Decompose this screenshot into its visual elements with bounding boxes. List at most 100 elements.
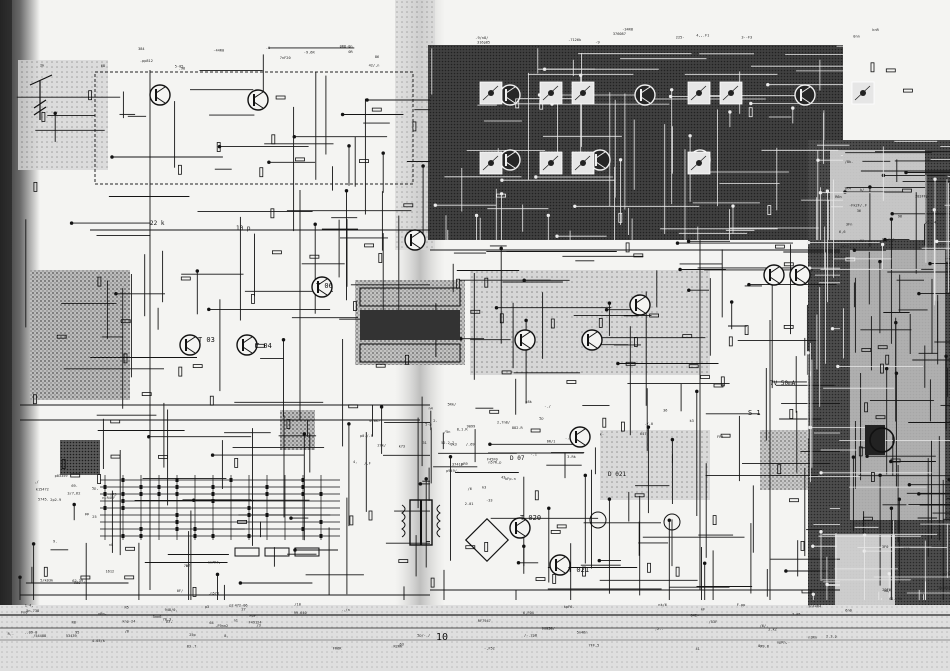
micro-label: 5nn6 [153, 615, 162, 619]
resistor-symbol [496, 193, 507, 198]
junction-dot [816, 158, 820, 162]
tinted-area-8 [600, 430, 710, 500]
micro-label: p3, [166, 619, 173, 623]
micro-label: -, [565, 436, 569, 440]
micro-label: p8k [525, 400, 532, 404]
micro-label: F45F0 [487, 458, 498, 462]
micro-label: 41 [696, 647, 700, 651]
junction-dot [494, 305, 499, 310]
resistor-symbol [216, 142, 221, 152]
microtext-group: .98-9.6R86384-pp8127nF2042/,n-44R00R8-0n… [8, 27, 950, 651]
switch-lever [542, 155, 559, 171]
resistor-symbol [61, 459, 66, 469]
junction-dot [313, 222, 317, 226]
resistor-symbol [582, 566, 586, 577]
resistor-symbol [403, 203, 414, 208]
junction-dot [806, 351, 810, 355]
resistor-symbol [412, 121, 417, 132]
junction-dot [904, 170, 908, 175]
resistor-symbol [767, 205, 772, 216]
resistor-symbol [125, 546, 135, 551]
micro-label: 9099 [467, 424, 476, 428]
resistor-symbol [501, 370, 512, 375]
resistor-symbol [465, 545, 476, 550]
resistor-symbol [56, 334, 67, 339]
resistor-symbol [748, 107, 753, 118]
junction-dot [555, 234, 559, 238]
micro-label: k3 [482, 486, 486, 490]
junction-dot [340, 112, 345, 117]
matrix-cell [301, 492, 305, 496]
micro-label: 0nn [853, 34, 860, 38]
transistor-collector [185, 336, 196, 344]
micro-label: 8, [224, 634, 228, 638]
transistor-symbol [763, 264, 785, 286]
micro-label: /5-,4 [925, 221, 936, 225]
resistor-symbol [871, 472, 875, 482]
transistor-symbol [236, 334, 258, 356]
resistor-symbol [375, 363, 386, 368]
label-lamp: 7V 50mA [770, 380, 796, 387]
junction-dot [546, 213, 550, 218]
micro-label: 882.R [512, 426, 524, 430]
micro-label: 472-06 [235, 604, 248, 608]
resistor-symbol [275, 95, 286, 100]
micro-label: /.69 [466, 442, 475, 446]
speaker-icon [865, 425, 895, 455]
micro-label: k/ [860, 188, 864, 192]
micro-label: FF4 [717, 435, 724, 439]
resistor-symbol [371, 107, 382, 112]
transistor-symbol [247, 89, 269, 111]
matrix-cell [103, 485, 107, 489]
micro-label: nn7R7, [208, 561, 221, 565]
matrix-cell [229, 478, 233, 482]
micro-label: 0n [758, 644, 762, 648]
resistor-symbol [625, 242, 630, 253]
micro-label: 69. [71, 484, 78, 488]
label-t04: T 04 [255, 342, 272, 350]
micro-label: pp [85, 512, 89, 516]
resistor-symbol [682, 334, 693, 339]
junction-dot [808, 425, 812, 430]
micro-label: 980 [74, 581, 81, 585]
resistor-symbol [110, 454, 121, 459]
tinted-area-3 [60, 440, 100, 475]
micro-label: F.pp [737, 603, 746, 607]
junction-dot [688, 134, 692, 138]
label-t03: T 03 [198, 336, 215, 344]
junction-dot [702, 561, 707, 566]
junction-dot [448, 454, 453, 459]
matrix-cell [103, 492, 107, 496]
resistor-symbol [858, 446, 863, 457]
micro-label: 292/ [546, 626, 555, 630]
micro-label: 60k3n [542, 627, 553, 631]
resistor-symbol [530, 428, 541, 433]
micro-label: 83 [187, 645, 191, 649]
micro-label: 31 [423, 441, 427, 445]
junction-dot [851, 455, 856, 459]
transistor-collector [505, 151, 516, 159]
micro-label: 3--F3 [741, 36, 752, 40]
resistor-symbol [378, 253, 383, 263]
resistor-symbol [783, 262, 794, 267]
resistor-symbol [720, 433, 731, 438]
transistor-symbol [629, 294, 651, 316]
resistor-symbol [192, 364, 203, 369]
micro-label: n1 [234, 619, 238, 623]
resistor-symbol [861, 348, 872, 352]
junction-dot [917, 492, 921, 496]
matrix-cell [211, 499, 215, 503]
micro-label: 647 [640, 432, 647, 436]
label-res: 22 k [150, 220, 165, 227]
matrix-cell [175, 527, 179, 531]
micro-label: 3pp850 [938, 586, 950, 590]
matrix-cell [211, 534, 215, 538]
tinted-area-5 [470, 270, 710, 375]
micro-label: 22F0 [882, 588, 891, 592]
resistor-symbol [234, 457, 239, 468]
resistor-symbol [259, 167, 264, 178]
micro-label: 642- [691, 614, 700, 618]
transistor-collector [253, 91, 264, 99]
micro-label: 64 [209, 621, 213, 625]
micro-label: .F [863, 204, 867, 208]
